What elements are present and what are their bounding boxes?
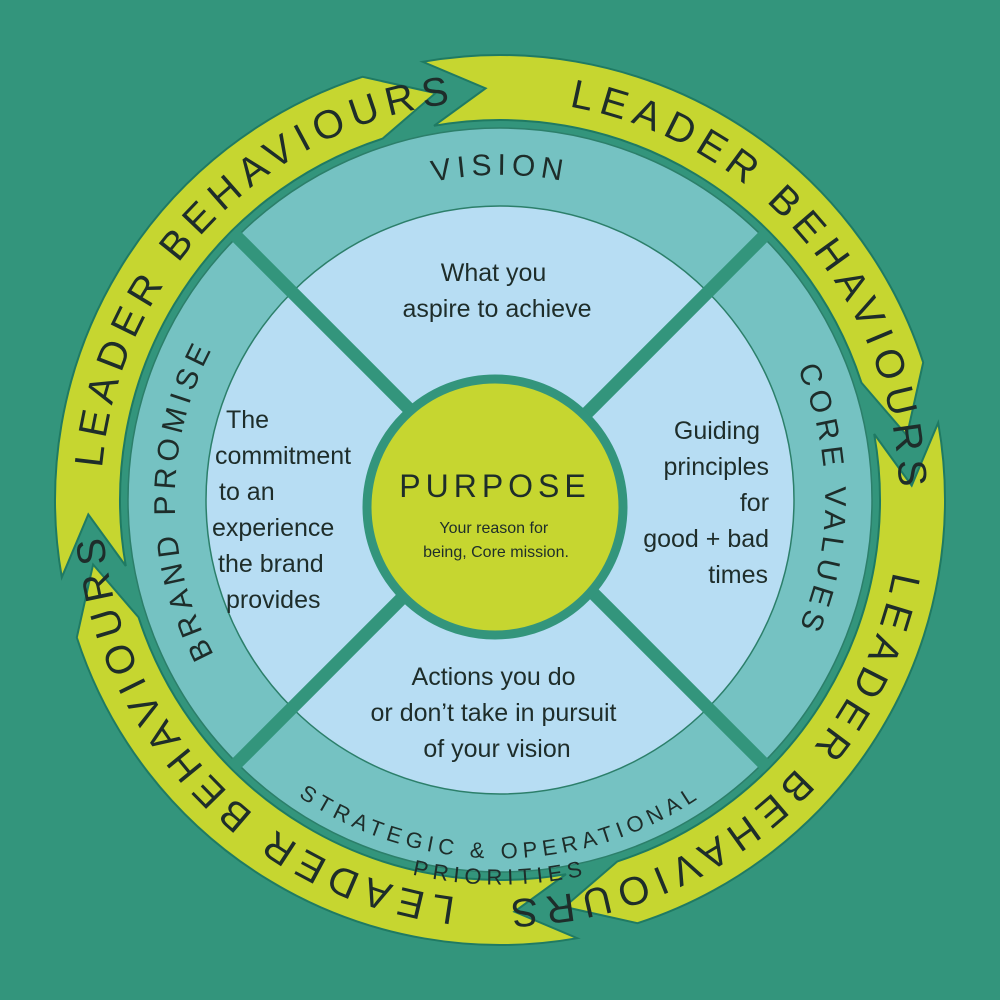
quadrant-text-priorities: Actions you do or don’t take in pursuit … — [371, 663, 624, 763]
leader-behaviours-arrow — [75, 562, 581, 946]
leader-behaviours-arrow — [419, 54, 925, 438]
purpose-title: PURPOSE — [399, 468, 590, 504]
quadrant-text-vision: What you aspire to achieve — [402, 259, 591, 323]
leader-behaviours-ring — [54, 54, 946, 946]
purpose-circle — [362, 374, 628, 640]
leader-behaviours-arrow — [54, 75, 438, 581]
leader-behaviours-arrow — [562, 419, 946, 925]
quadrant-text-core-values: Guiding principles for good + bad times — [643, 417, 776, 589]
quadrant-text-brand-promise: The commitment to an experience the bran… — [212, 406, 358, 614]
purpose-subtitle: Your reason for being, Core mission. — [423, 520, 569, 561]
